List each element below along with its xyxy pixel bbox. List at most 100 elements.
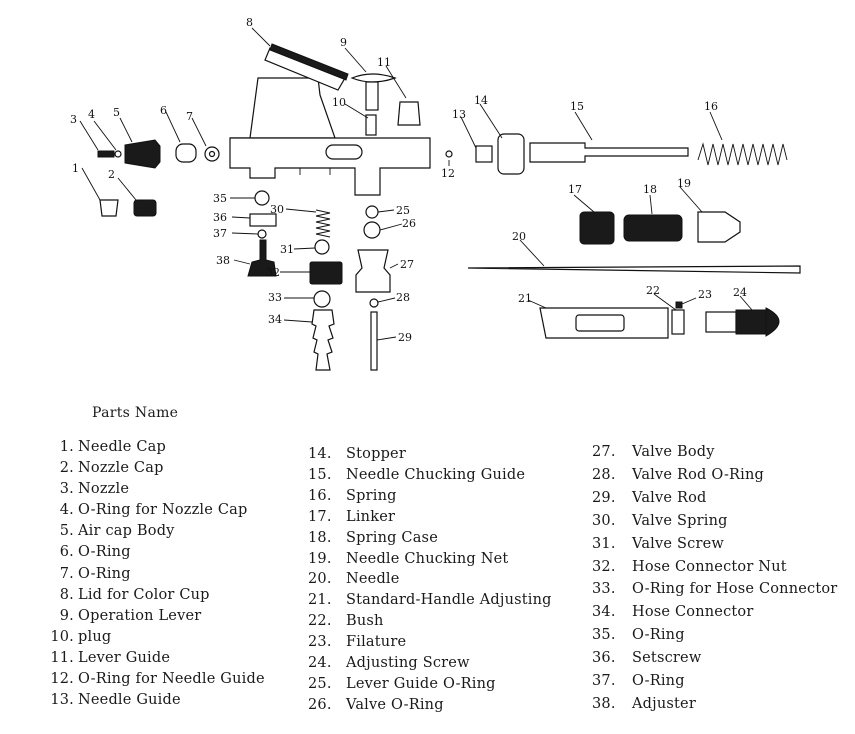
label-20: 20 <box>512 230 526 243</box>
part-number: 26. <box>308 696 332 713</box>
part-name: Linker <box>346 508 396 525</box>
label-29: 29 <box>398 331 412 344</box>
part-6-oring <box>175 143 197 163</box>
part-name: Stopper <box>346 446 406 462</box>
part-list-item: 11.Lever Guide <box>44 648 265 669</box>
part-38-adjuster <box>247 239 277 277</box>
part-26-oring <box>363 221 381 239</box>
part-list-item: 34. Hose Connector <box>592 601 837 624</box>
part-number: 18. <box>308 529 332 546</box>
part-list-item: 5.Air cap Body <box>44 521 265 542</box>
part-name: Needle Cap <box>78 439 166 455</box>
part-name: Needle Guide <box>78 692 181 709</box>
parts-name-heading: Parts Name <box>92 405 179 421</box>
part-list-item: 35. O-Ring <box>592 624 837 647</box>
part-number: 9. <box>59 607 74 624</box>
part-list-item: 12.O-Ring for Needle Guide <box>44 669 265 690</box>
part-list-item: 13.Needle Guide <box>44 690 265 711</box>
part-31-valve-screw <box>314 239 330 255</box>
part-number: 24. <box>308 655 332 672</box>
part-9-lever <box>350 73 397 111</box>
part-name: Valve Rod O-Ring <box>632 466 765 483</box>
part-number: 17. <box>308 508 332 525</box>
part-list-item: 38.Adjuster <box>592 693 837 716</box>
part-16-spring <box>697 142 788 166</box>
part-number: 19. <box>308 550 332 567</box>
part-number: 28. <box>592 466 616 483</box>
part-number: 36. <box>592 650 616 667</box>
part-number: 10. <box>50 628 74 645</box>
part-number: 35. <box>592 627 616 644</box>
label-37: 37 <box>213 227 227 240</box>
label-2: 2 <box>108 168 115 181</box>
part-28-oring <box>369 298 379 308</box>
label-34: 34 <box>268 313 282 326</box>
part-number: 34. <box>592 604 616 621</box>
part-list-item: 17. Linker <box>308 507 552 528</box>
part-list-item: 6.O-Ring <box>44 542 265 563</box>
part-name: Hose Connector Nut <box>632 558 787 575</box>
part-list-item: 4.O-Ring for Nozzle Cap <box>44 500 265 521</box>
part-number: 21. <box>308 592 332 609</box>
part-25-oring <box>365 205 379 219</box>
label-30: 30 <box>270 203 284 216</box>
part-list-item: 19.Needle Chucking Net <box>308 549 552 570</box>
part-number: 14. <box>308 446 332 462</box>
part-12-oring <box>445 150 453 158</box>
label-3: 3 <box>70 113 77 126</box>
part-name: O-Ring <box>632 627 685 644</box>
part-number: 6. <box>59 544 74 561</box>
part-list-item: 10.plug <box>44 627 265 648</box>
part-3-nozzle <box>97 150 115 158</box>
label-38: 38 <box>216 254 230 267</box>
part-list-item: 15.Needle Chucking Guide <box>308 465 552 486</box>
part-list-item: 3.Nozzle <box>44 479 265 500</box>
part-list-item: 21. Standard-Handle Adjusting <box>308 590 552 611</box>
part-list-item: 16.Spring <box>308 486 552 507</box>
part-name: Valve Spring <box>632 512 728 529</box>
part-list-item: 22.Bush <box>308 611 552 632</box>
part-36-setscrew <box>249 213 277 227</box>
part-23-filature <box>675 301 683 309</box>
part-list-item: 33.O-Ring for Hose Connector <box>592 578 837 601</box>
label-6: 6 <box>160 104 167 117</box>
part-number: 2. <box>59 460 74 477</box>
part-name: O-Ring for Nozzle Cap <box>78 502 248 519</box>
part-17-linker <box>579 211 615 245</box>
part-name: Air cap Body <box>78 523 175 540</box>
label-13: 13 <box>452 108 466 121</box>
part-32-hose-connector-nut <box>309 261 343 285</box>
label-26: 26 <box>402 217 416 230</box>
part-name: Needle Chucking Guide <box>346 466 526 483</box>
part-list-item: 9.Operation Lever <box>44 606 265 627</box>
part-number: 37. <box>592 673 616 690</box>
part-number: 11. <box>50 649 74 666</box>
part-list-item: 8.Lid for Color Cup <box>44 585 265 606</box>
part-name: Operation Lever <box>78 607 202 624</box>
part-name: Nozzle <box>78 481 130 498</box>
part-11-lever-guide <box>397 101 421 126</box>
part-list-item: 36.Setscrew <box>592 647 837 670</box>
part-5-air-cap-body <box>124 139 161 169</box>
part-number: 30. <box>592 512 616 529</box>
part-19-chucking-net <box>697 211 741 243</box>
label-11: 11 <box>377 56 391 69</box>
part-number: 4. <box>59 502 74 519</box>
part-number: 29. <box>592 489 616 506</box>
part-name: O-Ring for Hose Connector <box>632 581 838 598</box>
part-number: 20. <box>308 571 332 588</box>
label-16: 16 <box>704 100 718 113</box>
part-15-chucking-guide <box>529 142 689 163</box>
part-name: Standard-Handle Adjusting <box>346 592 552 609</box>
label-36: 36 <box>213 211 227 224</box>
part-list-item: 20.Needle <box>308 569 552 590</box>
part-name: Spring Case <box>346 529 438 546</box>
part-name: O-Ring <box>78 544 131 561</box>
part-name: Lid for Color Cup <box>78 586 210 603</box>
part-list-item: 32.Hose Connector Nut <box>592 556 837 579</box>
part-number: 16. <box>308 487 332 504</box>
part-name: Bush <box>346 613 384 630</box>
part-name: Hose Connector <box>632 604 754 621</box>
part-20-needle <box>467 265 801 274</box>
